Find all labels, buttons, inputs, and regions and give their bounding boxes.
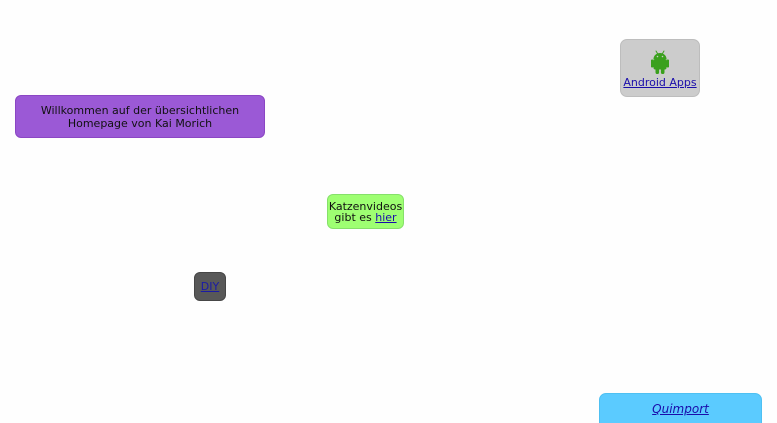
welcome-text-line1: Willkommen auf der übersichtlichen: [40, 103, 240, 117]
android-apps-link[interactable]: Android Apps: [623, 76, 697, 89]
cat-videos-link[interactable]: hier: [375, 210, 397, 224]
android-apps-box[interactable]: Android Apps: [620, 39, 700, 97]
cat-videos-line2: gibt es hier: [334, 212, 396, 223]
diy-box: DIY: [194, 272, 226, 301]
cat-videos-text: Katzenvideos: [328, 199, 403, 213]
quimport-box: Quimport: [599, 393, 762, 423]
diy-link[interactable]: DIY: [200, 280, 220, 293]
android-robot-icon[interactable]: [651, 50, 669, 74]
welcome-banner: Willkommen auf der übersichtlichen Homep…: [15, 95, 265, 138]
cat-videos-prefix: gibt es: [334, 210, 376, 224]
cat-videos-box: Katzenvideos gibt es hier: [327, 194, 404, 229]
welcome-text-line2: Homepage von Kai Morich: [67, 116, 213, 130]
quimport-link[interactable]: Quimport: [652, 402, 709, 416]
